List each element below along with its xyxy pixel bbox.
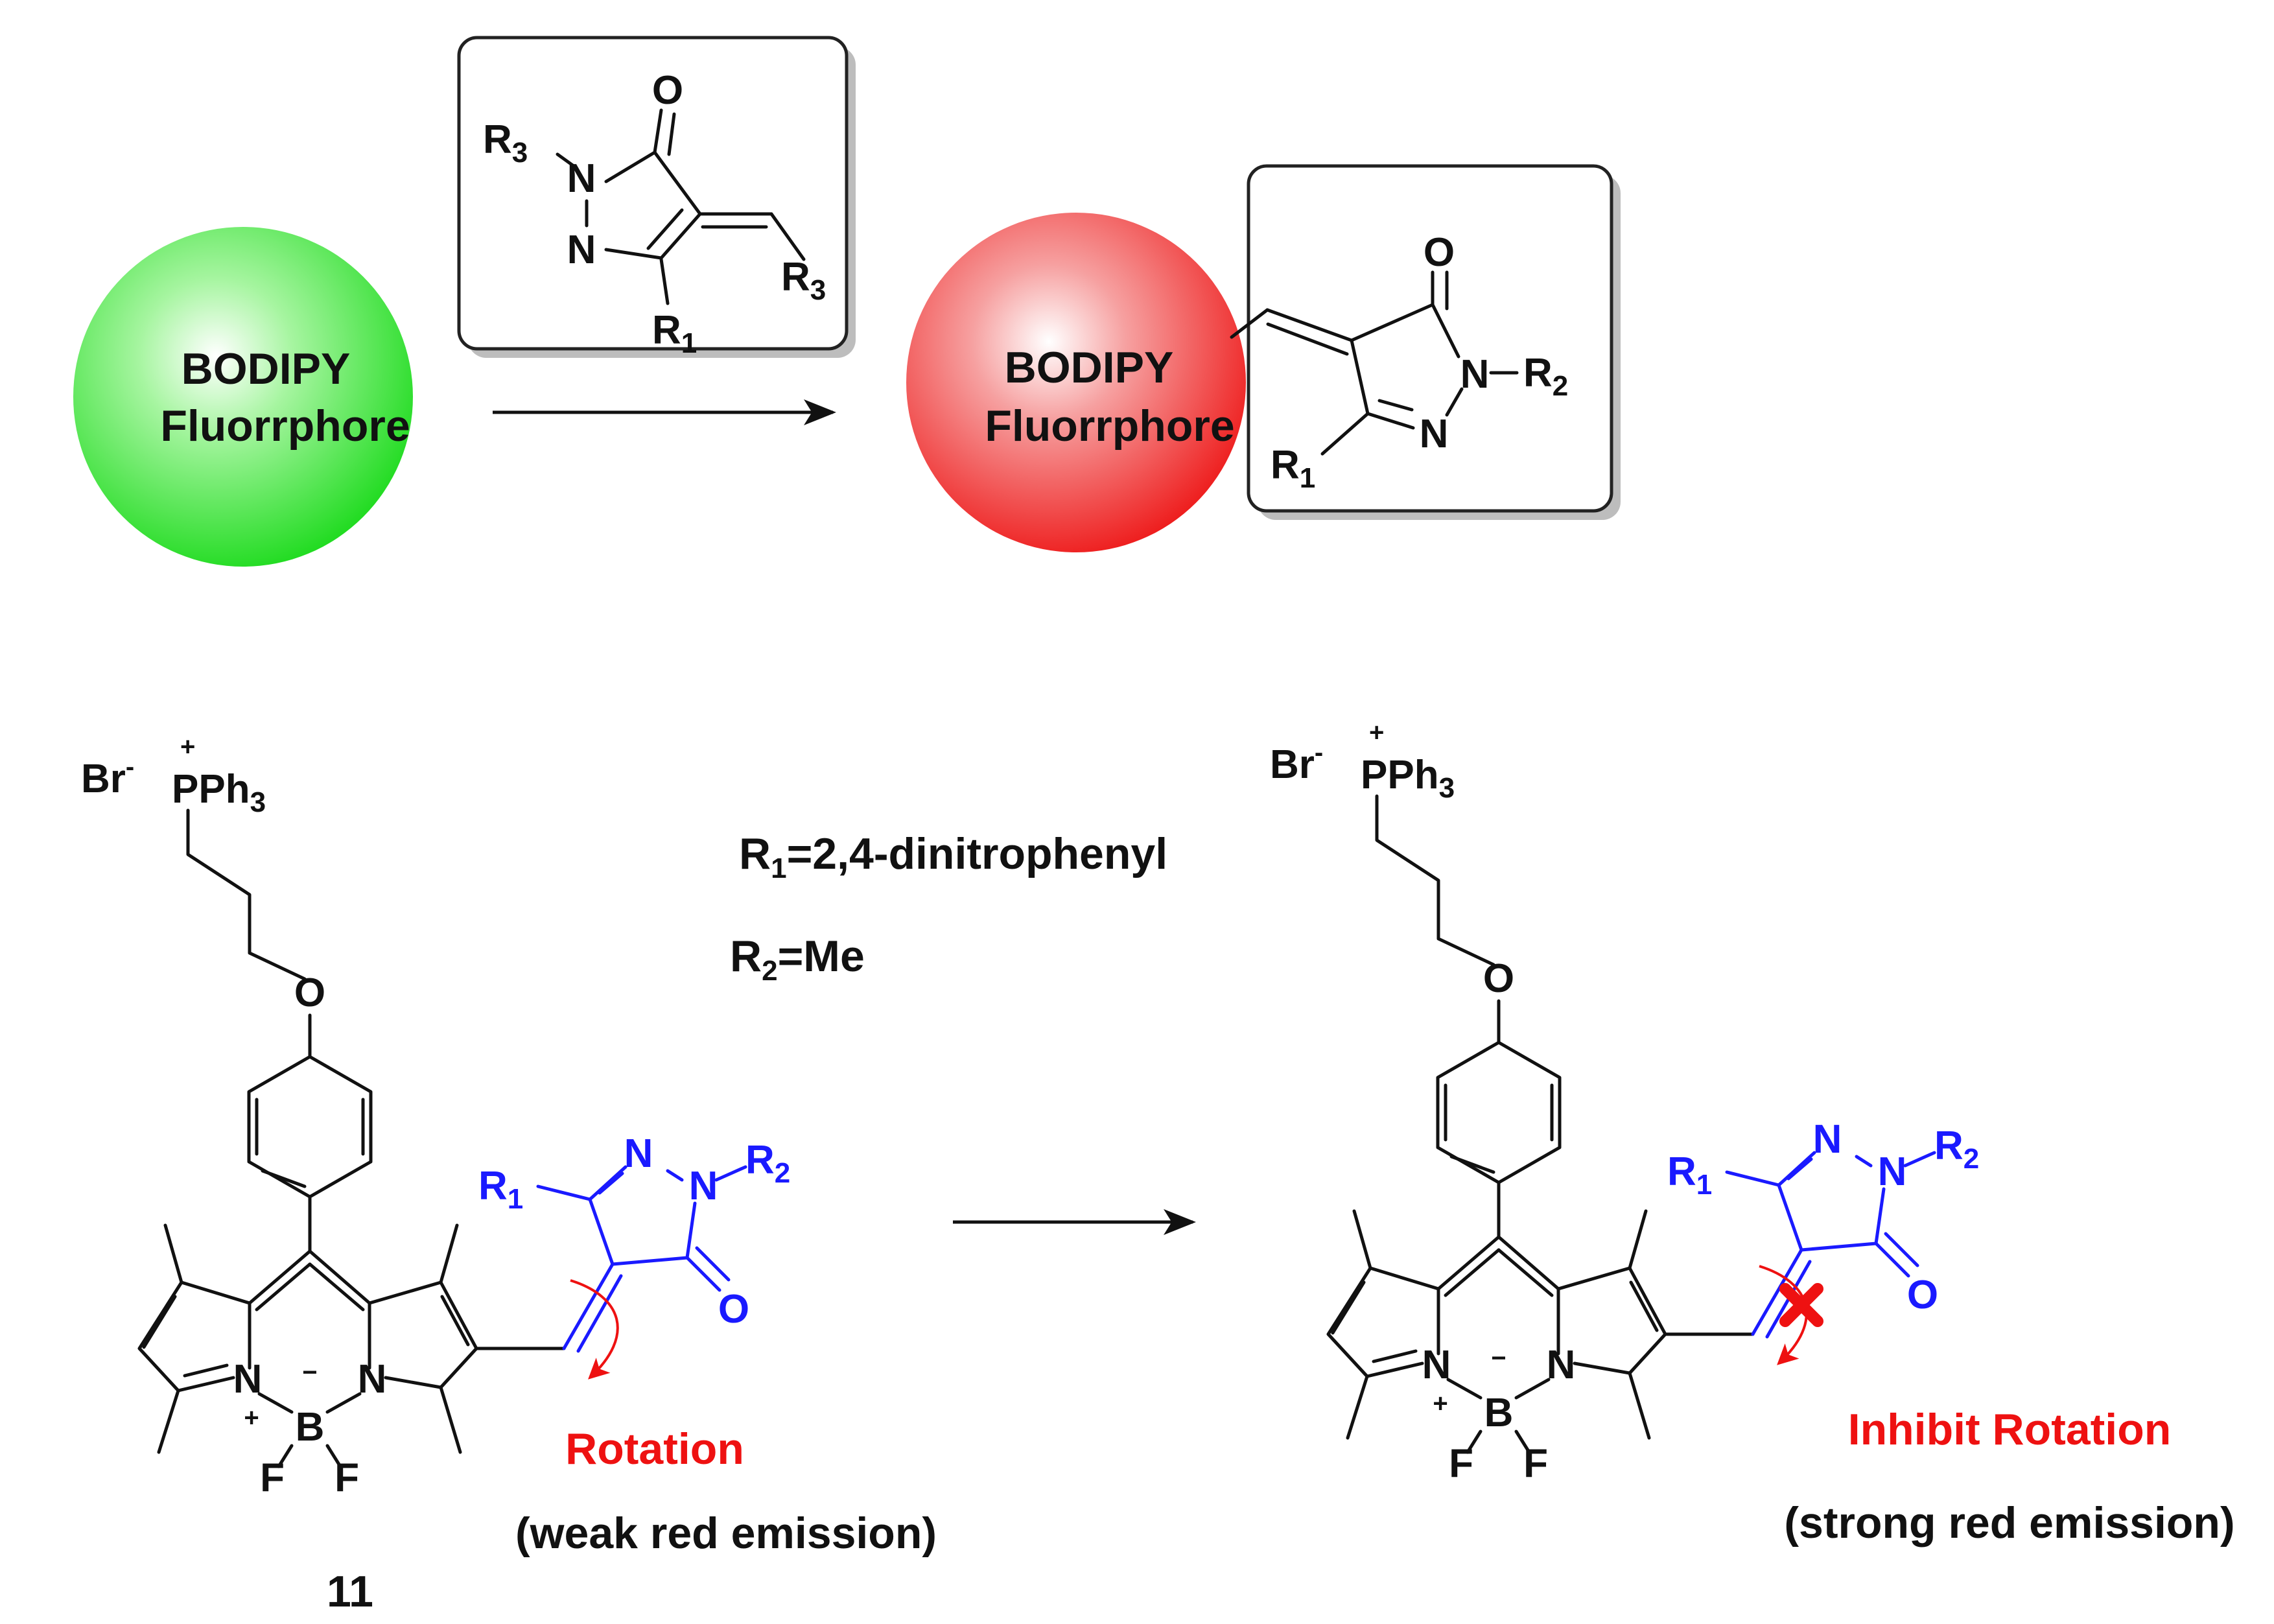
r1-definition: R1=2,4-dinitrophenyl: [739, 829, 1167, 884]
left-pyrazole-r1: R1: [478, 1164, 523, 1215]
right-core-plus: +: [1433, 1389, 1448, 1418]
left-core-f1: F: [260, 1455, 285, 1500]
red-circle-line1: BODIPY: [1005, 343, 1174, 392]
left-ether-oxygen: O: [294, 971, 325, 1015]
left-core-boron: B: [296, 1405, 325, 1450]
left-pyrazole-r2: R2: [745, 1138, 790, 1189]
left-phosphonium: PPh3: [172, 767, 266, 818]
product-n2: N: [1420, 412, 1449, 456]
x-mark-icon: [1779, 1283, 1823, 1327]
left-bromide: Br-: [81, 753, 134, 801]
reagent-r3-right: R3: [781, 255, 826, 306]
product-n1: N: [1460, 352, 1490, 397]
right-pyrazole-n2: N: [1813, 1117, 1842, 1162]
product-r1: R1: [1271, 443, 1315, 494]
left-pyrazole-n2: N: [624, 1131, 653, 1176]
red-circle-line2: Fluorrphore: [985, 401, 1234, 451]
right-core-f2: F: [1523, 1441, 1548, 1486]
green-circle-line1: BODIPY: [182, 344, 351, 394]
left-pyrazole-n1: N: [689, 1164, 718, 1208]
left-pyrazole-oxygen: O: [718, 1287, 749, 1332]
green-circle-line2: Fluorrphore: [160, 401, 410, 451]
reagent-structure: O N N R3 R3 R1: [463, 42, 842, 359]
right-core-minus: −: [1491, 1344, 1506, 1372]
left-core-n-right: N: [358, 1357, 387, 1402]
compound-number: 11: [327, 1567, 373, 1616]
bodipy-red-circle: [906, 213, 1246, 552]
right-pyrazole-oxygen: O: [1907, 1273, 1938, 1317]
right-ether-oxygen: O: [1483, 956, 1514, 1001]
right-phosphonium-charge: +: [1369, 718, 1384, 747]
bodipy-green-circle: BODIPY Fluorrphore: [73, 227, 413, 567]
reagent-n2: N: [567, 228, 596, 272]
right-bromide: Br-: [1270, 738, 1323, 787]
right-rotation-label: Inhibit Rotation: [1848, 1405, 2172, 1454]
reagent-r1: R1: [652, 308, 697, 359]
reagent-n1: N: [567, 156, 596, 201]
right-core-n-left: N: [1422, 1343, 1451, 1387]
reagent-oxygen: O: [652, 68, 683, 113]
right-phosphonium: PPh3: [1361, 753, 1455, 804]
product-structure: O N N R2 R1: [1230, 171, 1607, 506]
right-pyrazole-n1: N: [1878, 1149, 1907, 1194]
left-emission-label: (weak red emission): [515, 1509, 937, 1558]
right-pyrazole-r2: R2: [1934, 1124, 1979, 1175]
product-r2: R2: [1523, 351, 1568, 402]
r2-definition: R2=Me: [730, 932, 865, 987]
left-rotation-label: Rotation: [565, 1424, 744, 1474]
left-molecule: Br- PPh3 + O N N B F F: [81, 733, 937, 1616]
substituent-definitions: R1=2,4-dinitrophenyl R2=Me: [730, 829, 1167, 987]
left-rotation-arrow-icon: [570, 1279, 619, 1380]
left-core-plus: +: [244, 1404, 259, 1432]
reagent-r3-top: R3: [483, 117, 528, 169]
left-core-minus: −: [302, 1358, 317, 1387]
right-molecule: Br- PPh3 + O N N B F F + −: [1270, 718, 1979, 1486]
right-emission-label: (strong red emission): [1784, 1498, 2234, 1548]
right-pyrazole-r1: R1: [1667, 1149, 1712, 1201]
right-core-n-right: N: [1547, 1343, 1576, 1387]
product-oxygen: O: [1424, 230, 1455, 275]
left-core-n-left: N: [233, 1357, 263, 1402]
right-core-f1: F: [1449, 1441, 1473, 1486]
left-phosphonium-charge: +: [180, 733, 195, 761]
left-core-f2: F: [334, 1455, 359, 1500]
right-core-boron: B: [1484, 1391, 1514, 1435]
